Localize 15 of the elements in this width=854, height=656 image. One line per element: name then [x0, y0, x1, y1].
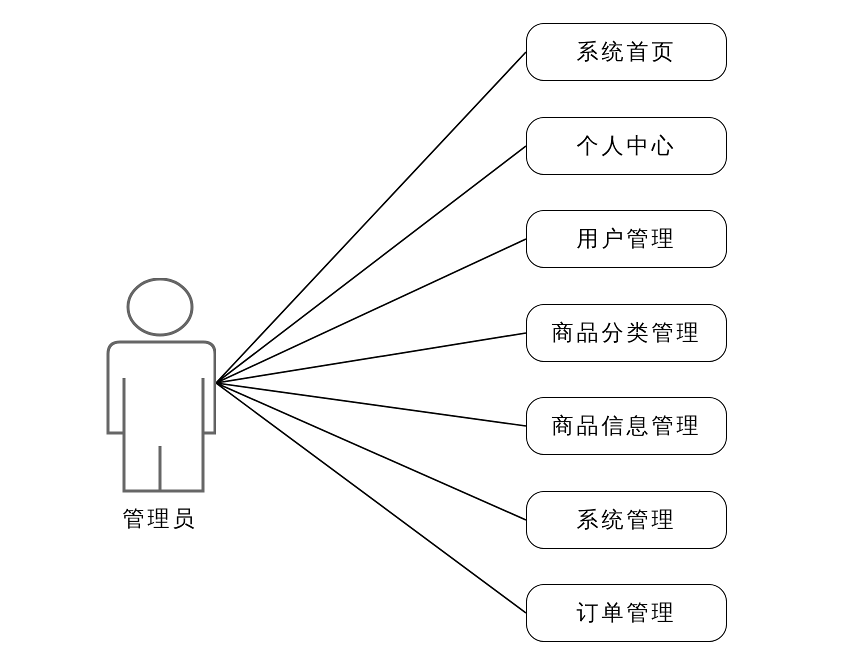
use-case-box: 系统首页 — [526, 23, 727, 81]
connector-line — [216, 382, 526, 427]
use-case-box: 用户管理 — [526, 210, 727, 268]
connector-line — [216, 382, 526, 614]
use-case-box: 个人中心 — [526, 117, 727, 175]
connector-line — [216, 145, 526, 384]
use-case-box: 商品分类管理 — [526, 304, 727, 362]
connector-line — [215, 51, 527, 384]
connector-line — [216, 238, 526, 384]
actor-label: 管理员 — [122, 506, 198, 534]
use-case-box: 订单管理 — [526, 584, 727, 642]
connector-line — [216, 382, 526, 521]
connector-line — [216, 332, 526, 384]
use-case-box: 商品信息管理 — [526, 397, 727, 455]
use-case-box: 系统管理 — [526, 491, 727, 549]
